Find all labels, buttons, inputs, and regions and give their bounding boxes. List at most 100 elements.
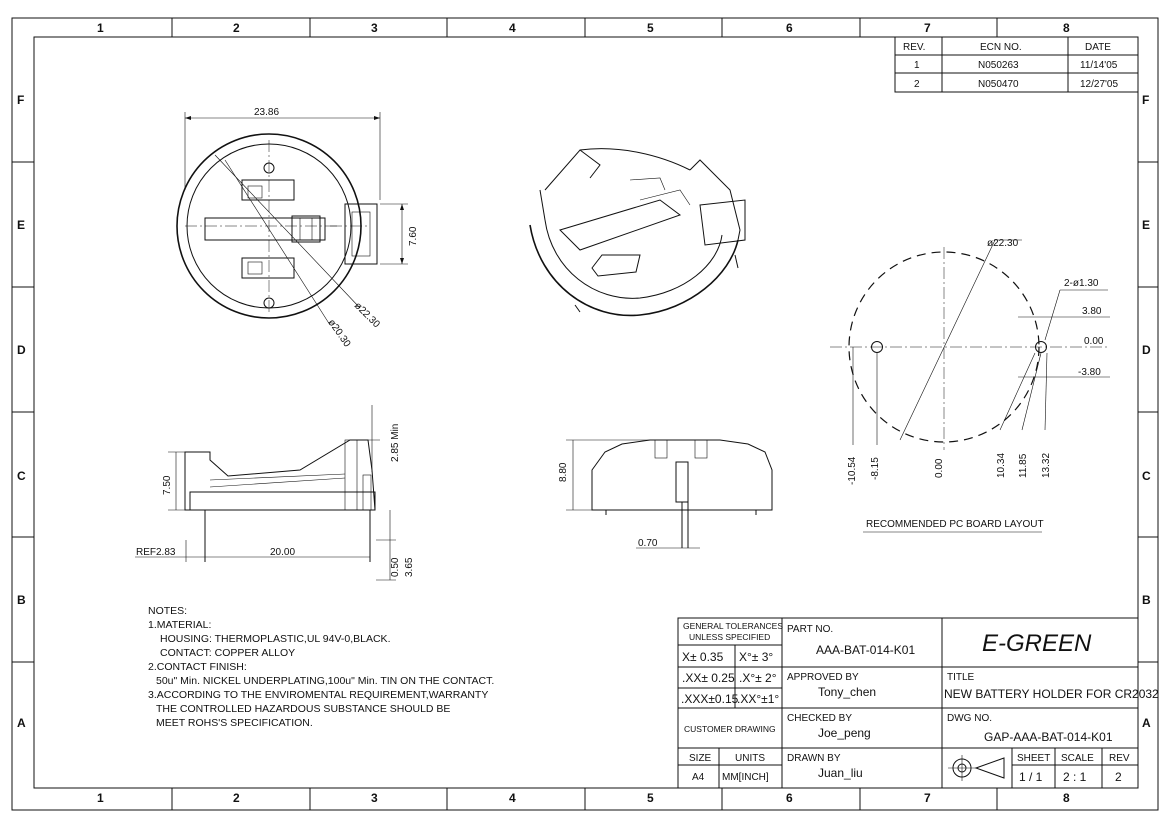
sheet-label: SHEET xyxy=(1017,753,1050,764)
units-label: UNITS xyxy=(735,753,765,764)
company-brand: E-GREEN xyxy=(982,630,1092,657)
grid-col-8-top: 8 xyxy=(1063,21,1070,35)
note-line-5: 50u" Min. NICKEL UNDERPLATING,100u" Min.… xyxy=(156,675,494,687)
side-pin-dim-2: 3.65 xyxy=(404,557,415,577)
rev-row-1-ecn: N050263 xyxy=(978,60,1019,71)
note-line-0: NOTES: xyxy=(148,605,187,617)
rev-row-2-rev: 2 xyxy=(914,79,920,90)
pcb-x-dim-6: 13.32 xyxy=(1041,453,1052,478)
rev-row-1-date: 11/14'05 xyxy=(1080,60,1118,71)
checked-by: Joe_peng xyxy=(818,726,871,740)
tolerance-angle-2: .X°± 2° xyxy=(739,671,777,685)
note-line-1: 1.MATERIAL: xyxy=(148,619,211,631)
drawn-label: DRAWN BY xyxy=(787,753,841,764)
date-header: DATE xyxy=(1085,42,1111,53)
tolerance-angle-3: .XX°±1° xyxy=(737,692,779,706)
grid-row-f-left: F xyxy=(17,93,24,107)
grid-col-6-top: 6 xyxy=(786,21,793,35)
grid-row-b-right: B xyxy=(1142,593,1151,607)
scale-value: 2 : 1 xyxy=(1063,770,1087,784)
ecn-header: ECN NO. xyxy=(980,42,1022,53)
units-value: MM[INCH] xyxy=(722,772,769,783)
approved-by: Tony_chen xyxy=(818,685,876,699)
note-line-3: CONTACT: COPPER ALLOY xyxy=(160,647,295,659)
dwg-no: GAP-AAA-BAT-014-K01 xyxy=(984,730,1113,744)
drawn-by: Juan_liu xyxy=(818,766,863,780)
part-no-label: PART NO. xyxy=(787,624,833,635)
grid-row-e-right: E xyxy=(1142,218,1150,232)
grid-col-3-bottom: 3 xyxy=(371,791,378,805)
pcb-y-dim-2: 0.00 xyxy=(1084,336,1104,347)
tolerance-x: X± 0.35 xyxy=(682,650,724,664)
part-no: AAA-BAT-014-K01 xyxy=(816,643,915,657)
pcb-x-dim-1: -10.54 xyxy=(847,456,858,485)
tolerance-angle-1: X°± 3° xyxy=(739,650,773,664)
note-line-6: 3.ACCORDING TO THE ENVIROMENTAL REQUIREM… xyxy=(148,689,488,701)
size-value: A4 xyxy=(692,772,705,783)
grid-col-4-top: 4 xyxy=(509,21,516,35)
top-width-dim: 23.86 xyxy=(254,107,279,118)
pcb-y-dim-3: -3.80 xyxy=(1078,367,1101,378)
grid-ticks xyxy=(12,18,1158,810)
note-line-4: 2.CONTACT FINISH: xyxy=(148,661,247,673)
front-height-dim: 8.80 xyxy=(558,462,569,482)
side-length-dim: 20.00 xyxy=(270,547,295,558)
tolerance-xxx: .XXX±0.15 xyxy=(681,692,739,706)
grid-col-1-bottom: 1 xyxy=(97,791,104,805)
tolerance-xx: .XX± 0.25 xyxy=(682,671,735,685)
front-pin-width: 0.70 xyxy=(638,538,658,549)
side-height-dim: 7.50 xyxy=(162,475,173,495)
top-height-dim: 7.60 xyxy=(408,226,419,246)
side-view xyxy=(135,405,396,581)
note-line-2: HOUSING: THERMOPLASTIC,UL 94V-0,BLACK. xyxy=(160,633,390,645)
grid-row-c-left: C xyxy=(17,469,26,483)
grid-col-5-bottom: 5 xyxy=(647,791,654,805)
rev-header: REV. xyxy=(903,42,925,53)
notes: NOTES: 1.MATERIAL: HOUSING: THERMOPLASTI… xyxy=(148,605,494,729)
grid-col-1-top: 1 xyxy=(97,21,104,35)
pcb-hole-dia: 2-ø1.30 xyxy=(1064,278,1099,289)
grid-row-c-right: C xyxy=(1142,469,1151,483)
pcb-x-dim-2: -8.15 xyxy=(870,457,881,480)
dwg-no-label: DWG NO. xyxy=(947,713,992,724)
rev-row-2-ecn: N050470 xyxy=(978,79,1019,90)
title-block xyxy=(677,617,1139,789)
pcb-x-dim-5: 11.85 xyxy=(1018,453,1029,478)
grid-col-2-bottom: 2 xyxy=(233,791,240,805)
title-label: TITLE xyxy=(947,672,975,683)
side-ref-dim: REF2.83 xyxy=(136,547,176,558)
note-line-8: MEET ROHS'S SPECIFICATION. xyxy=(156,717,313,729)
grid-col-7-top: 7 xyxy=(924,21,931,35)
pcb-caption: RECOMMENDED PC BOARD LAYOUT xyxy=(866,519,1044,530)
approved-label: APPROVED BY xyxy=(787,672,859,683)
grid-row-e-left: E xyxy=(17,218,25,232)
isometric-view xyxy=(529,148,746,317)
revision-table: REV. ECN NO. DATE 1 N050263 11/14'05 2 N… xyxy=(894,36,1139,93)
projection-symbol-icon xyxy=(948,755,1005,781)
grid-col-3-top: 3 xyxy=(371,21,378,35)
grid-col-6-bottom: 6 xyxy=(786,791,793,805)
grid-row-b-left: B xyxy=(17,593,26,607)
rev-row-2-date: 12/27'05 xyxy=(1080,79,1118,90)
grid-col-2-top: 2 xyxy=(233,21,240,35)
checked-label: CHECKED BY xyxy=(787,713,852,724)
sheet-value: 1 / 1 xyxy=(1019,770,1043,784)
grid-row-f-right: F xyxy=(1142,93,1149,107)
top-view xyxy=(176,112,408,326)
top-outer-dia: ø22.30 xyxy=(352,300,382,330)
side-top-dim: 2.85 Min xyxy=(390,424,401,462)
customer-drawing: CUSTOMER DRAWING xyxy=(684,724,776,734)
pcb-layout xyxy=(830,239,1110,533)
size-label: SIZE xyxy=(689,753,712,764)
tolerance-title-1: GENERAL TOLERANCES xyxy=(683,621,783,631)
grid-row-d-left: D xyxy=(17,343,26,357)
grid-col-7-bottom: 7 xyxy=(924,791,931,805)
rev-value: 2 xyxy=(1115,770,1122,784)
grid-col-8-bottom: 8 xyxy=(1063,791,1070,805)
grid-row-a-left: A xyxy=(17,716,26,730)
tolerance-title-2: UNLESS SPECIFIED xyxy=(689,632,770,642)
rev-row-1-rev: 1 xyxy=(914,60,920,71)
pcb-x-dim-4: 10.34 xyxy=(996,453,1007,478)
grid-row-d-right: D xyxy=(1142,343,1151,357)
